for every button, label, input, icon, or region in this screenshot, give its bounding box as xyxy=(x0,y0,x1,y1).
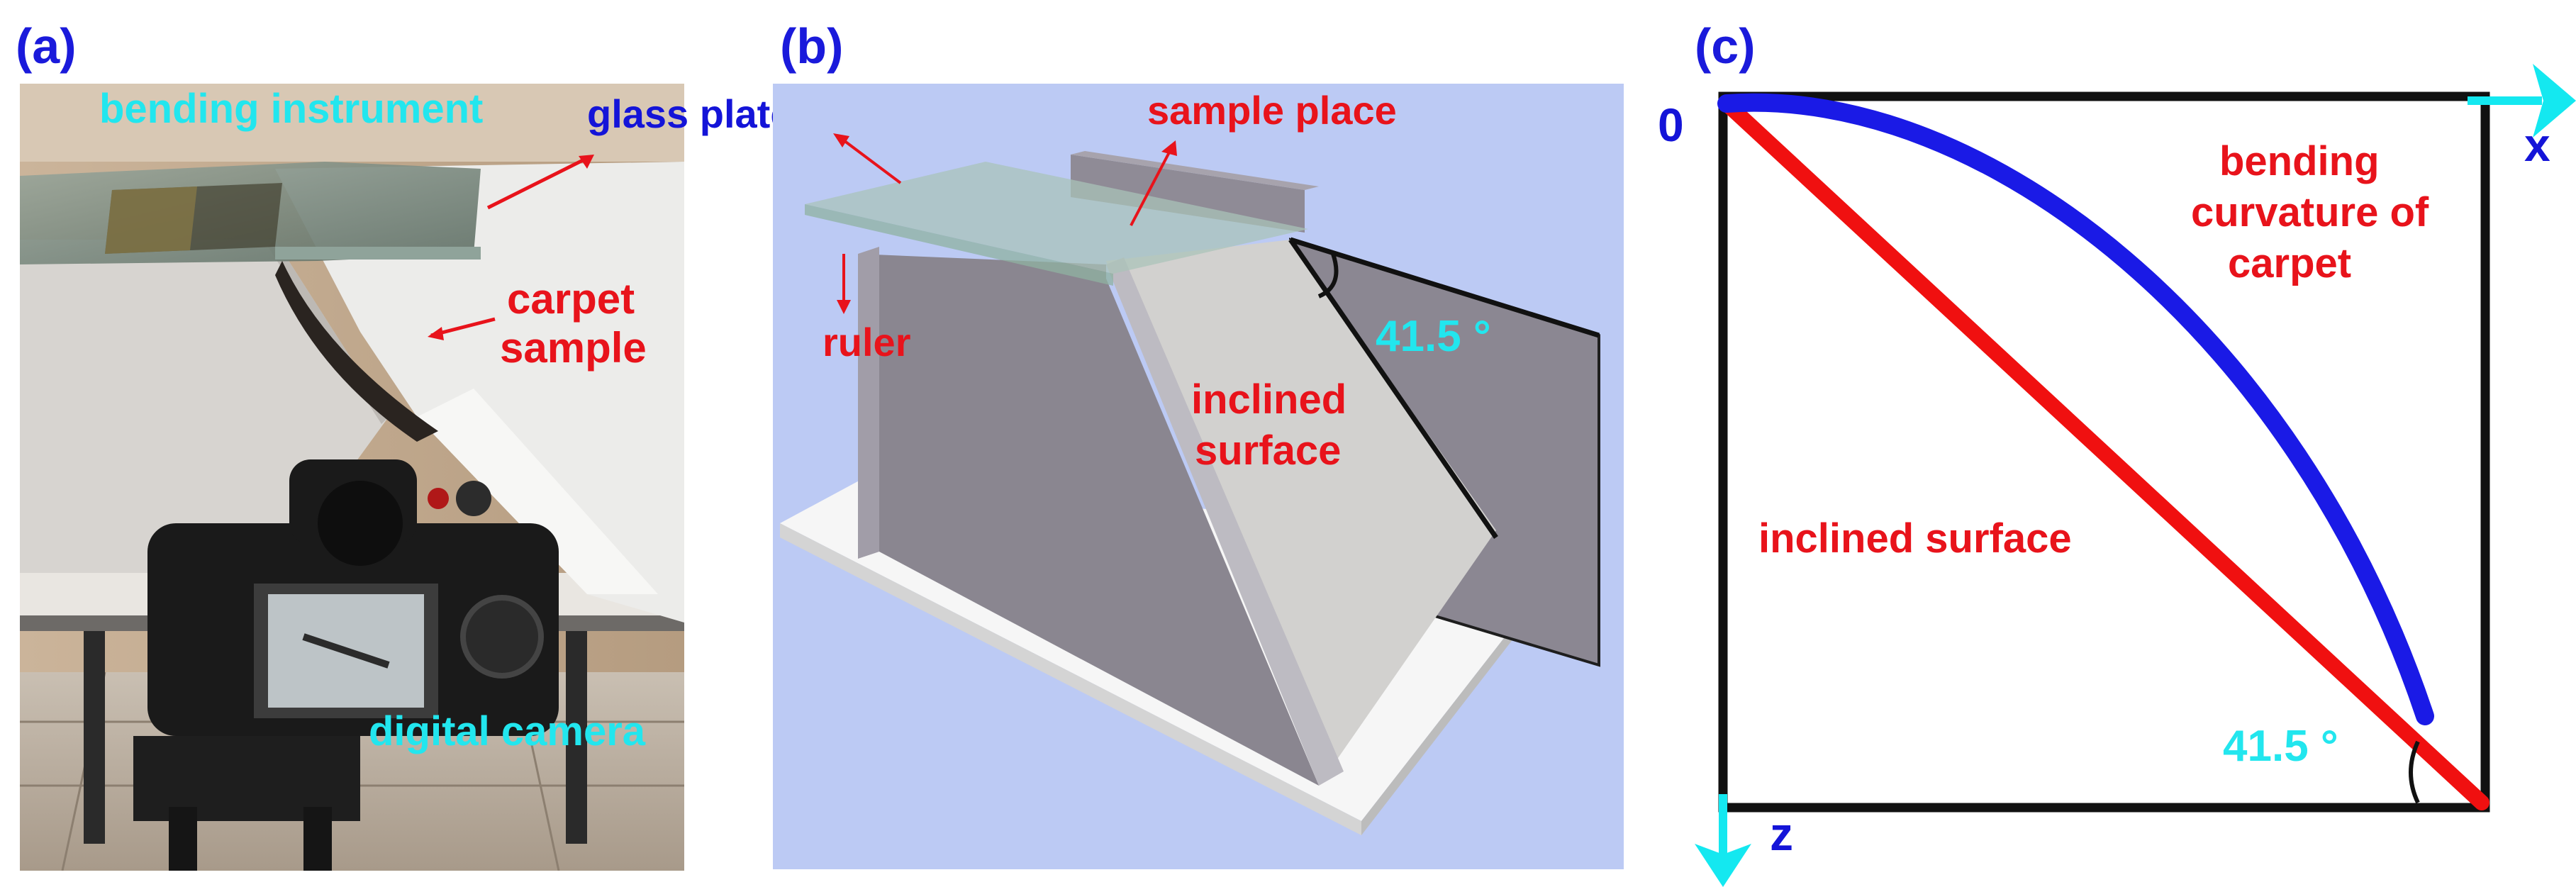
label-digital-camera: digital camera xyxy=(369,708,646,754)
label-carpet: carpet xyxy=(507,275,635,323)
sample-place-pointer xyxy=(1130,150,1171,226)
label-surface: surface xyxy=(1195,428,1342,474)
schematic-angle-reference xyxy=(1289,237,1600,338)
label-x-axis: x xyxy=(2524,118,2550,171)
inclined-surface-line xyxy=(1719,96,2489,810)
panel-a-letter: (a) xyxy=(16,18,77,74)
schematic-angle-arc xyxy=(1317,253,1339,299)
label-sample: sample xyxy=(500,324,647,372)
setup-photo xyxy=(20,84,684,871)
label-sample-place: sample place xyxy=(1147,88,1397,133)
schematic-inclined-surface xyxy=(1106,240,1496,786)
label-z-axis: z xyxy=(1770,808,1793,860)
schematic-sample-wall xyxy=(1071,155,1305,233)
photo-digital-camera xyxy=(133,459,559,871)
label-glass-plate: glass plate xyxy=(587,91,793,136)
instrument-schematic xyxy=(773,84,1624,869)
label-angle-b: 41.5 ° xyxy=(1376,312,1491,361)
label-curvature-of: curvature of xyxy=(2191,189,2429,235)
schematic-front-wall xyxy=(858,254,1319,786)
label-ruler: ruler xyxy=(823,320,911,364)
bending-curvature-curve xyxy=(1717,93,2434,725)
panel-b-letter: (b) xyxy=(780,18,844,74)
photo-carpet-sample xyxy=(275,261,438,442)
schematic-incline-edge xyxy=(1288,238,1498,539)
label-carpet-c: carpet xyxy=(2228,240,2352,286)
glass-plate-pointer xyxy=(842,139,902,184)
angle-arc-c xyxy=(2409,740,2420,804)
curvature-diagram xyxy=(1695,64,2576,887)
panel-c-letter: (c) xyxy=(1695,18,1756,74)
label-inclined-surface-c: inclined surface xyxy=(1758,515,2072,562)
glass-plate-arrow xyxy=(486,156,589,210)
label-bending-instrument: bending instrument xyxy=(99,86,484,132)
schematic-glass-plate xyxy=(805,162,1308,274)
label-bending: bending xyxy=(2219,138,2380,184)
label-angle-c: 41.5 ° xyxy=(2223,722,2338,771)
label-inclined: inclined xyxy=(1191,376,1347,423)
label-origin: 0 xyxy=(1658,99,1684,151)
